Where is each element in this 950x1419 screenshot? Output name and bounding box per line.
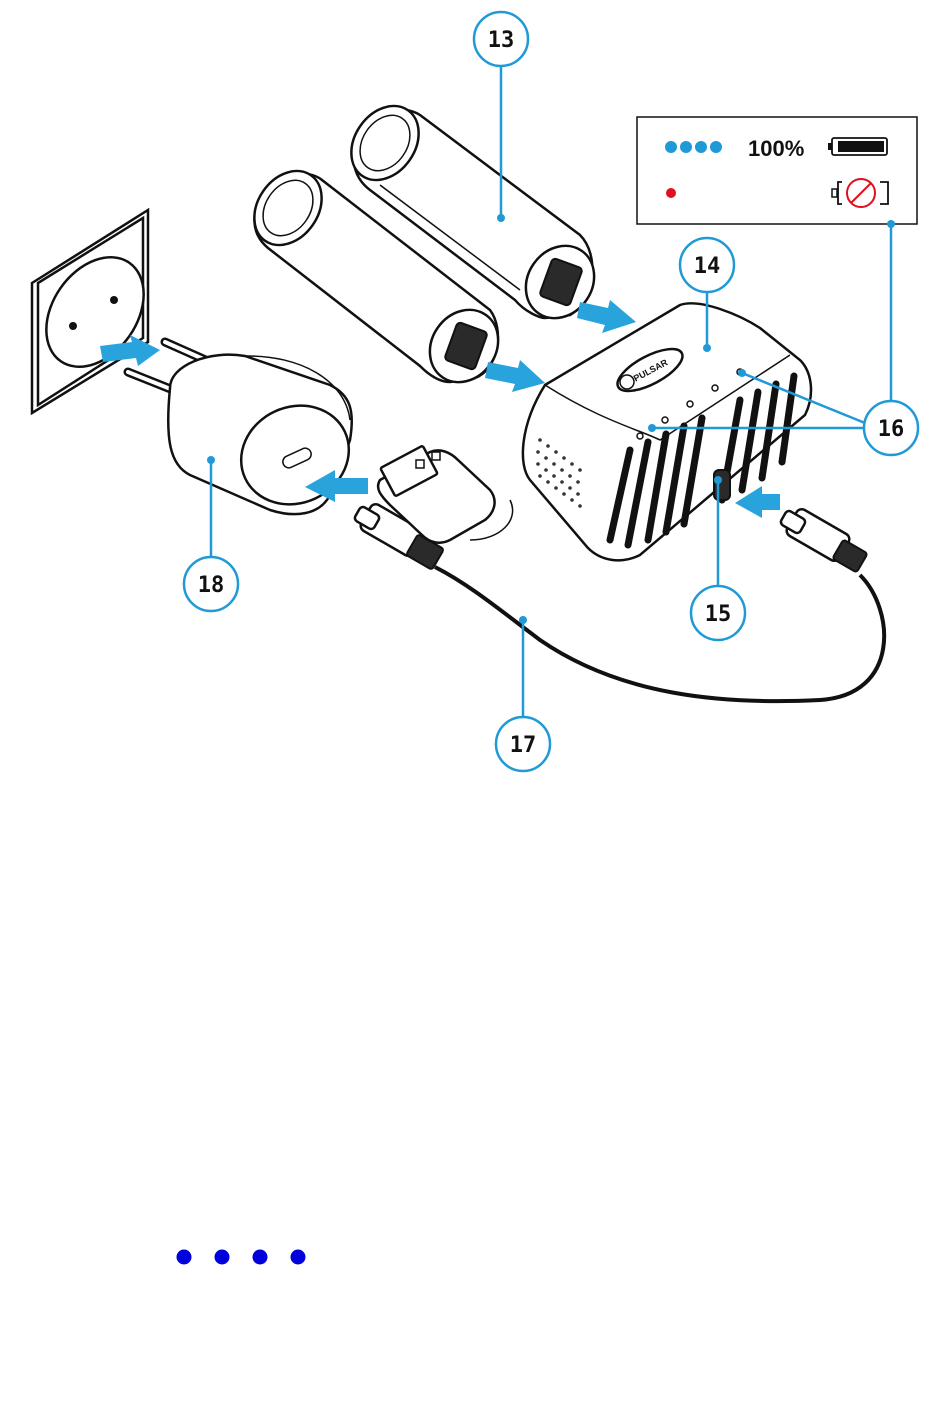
callout-13-label: 13 [488, 28, 515, 53]
arrow-battery-front [485, 360, 545, 392]
callout-13: 13 [474, 12, 528, 66]
callout-18: 18 [184, 557, 238, 611]
callout-16-label: 16 [878, 417, 905, 442]
callout-14: 14 [680, 238, 734, 292]
full-charge-dot [665, 141, 677, 153]
callout-14-label: 14 [694, 254, 721, 279]
callout-15: 15 [691, 586, 745, 640]
callout-18-label: 18 [198, 573, 225, 598]
callout-17: 17 [496, 717, 550, 771]
indicator-dot [291, 1250, 306, 1265]
full-charge-dot [680, 141, 692, 153]
arrow-battery-back [577, 300, 636, 333]
bottom-indicator-dots [177, 1250, 306, 1265]
charging-station: PULSAR [523, 303, 811, 560]
indicator-legend: 100% [637, 117, 917, 224]
callout-15-label: 15 [705, 602, 732, 627]
fault-dot [666, 188, 676, 198]
full-charge-dot [695, 141, 707, 153]
indicator-dot [177, 1250, 192, 1265]
indicator-dot [215, 1250, 230, 1265]
callout-17-label: 17 [510, 733, 537, 758]
full-charge-label: 100% [748, 136, 804, 161]
usb-c-plug-right [779, 507, 867, 573]
full-charge-dot [710, 141, 722, 153]
indicator-dot [253, 1250, 268, 1265]
callout-16: 16 [864, 401, 918, 455]
